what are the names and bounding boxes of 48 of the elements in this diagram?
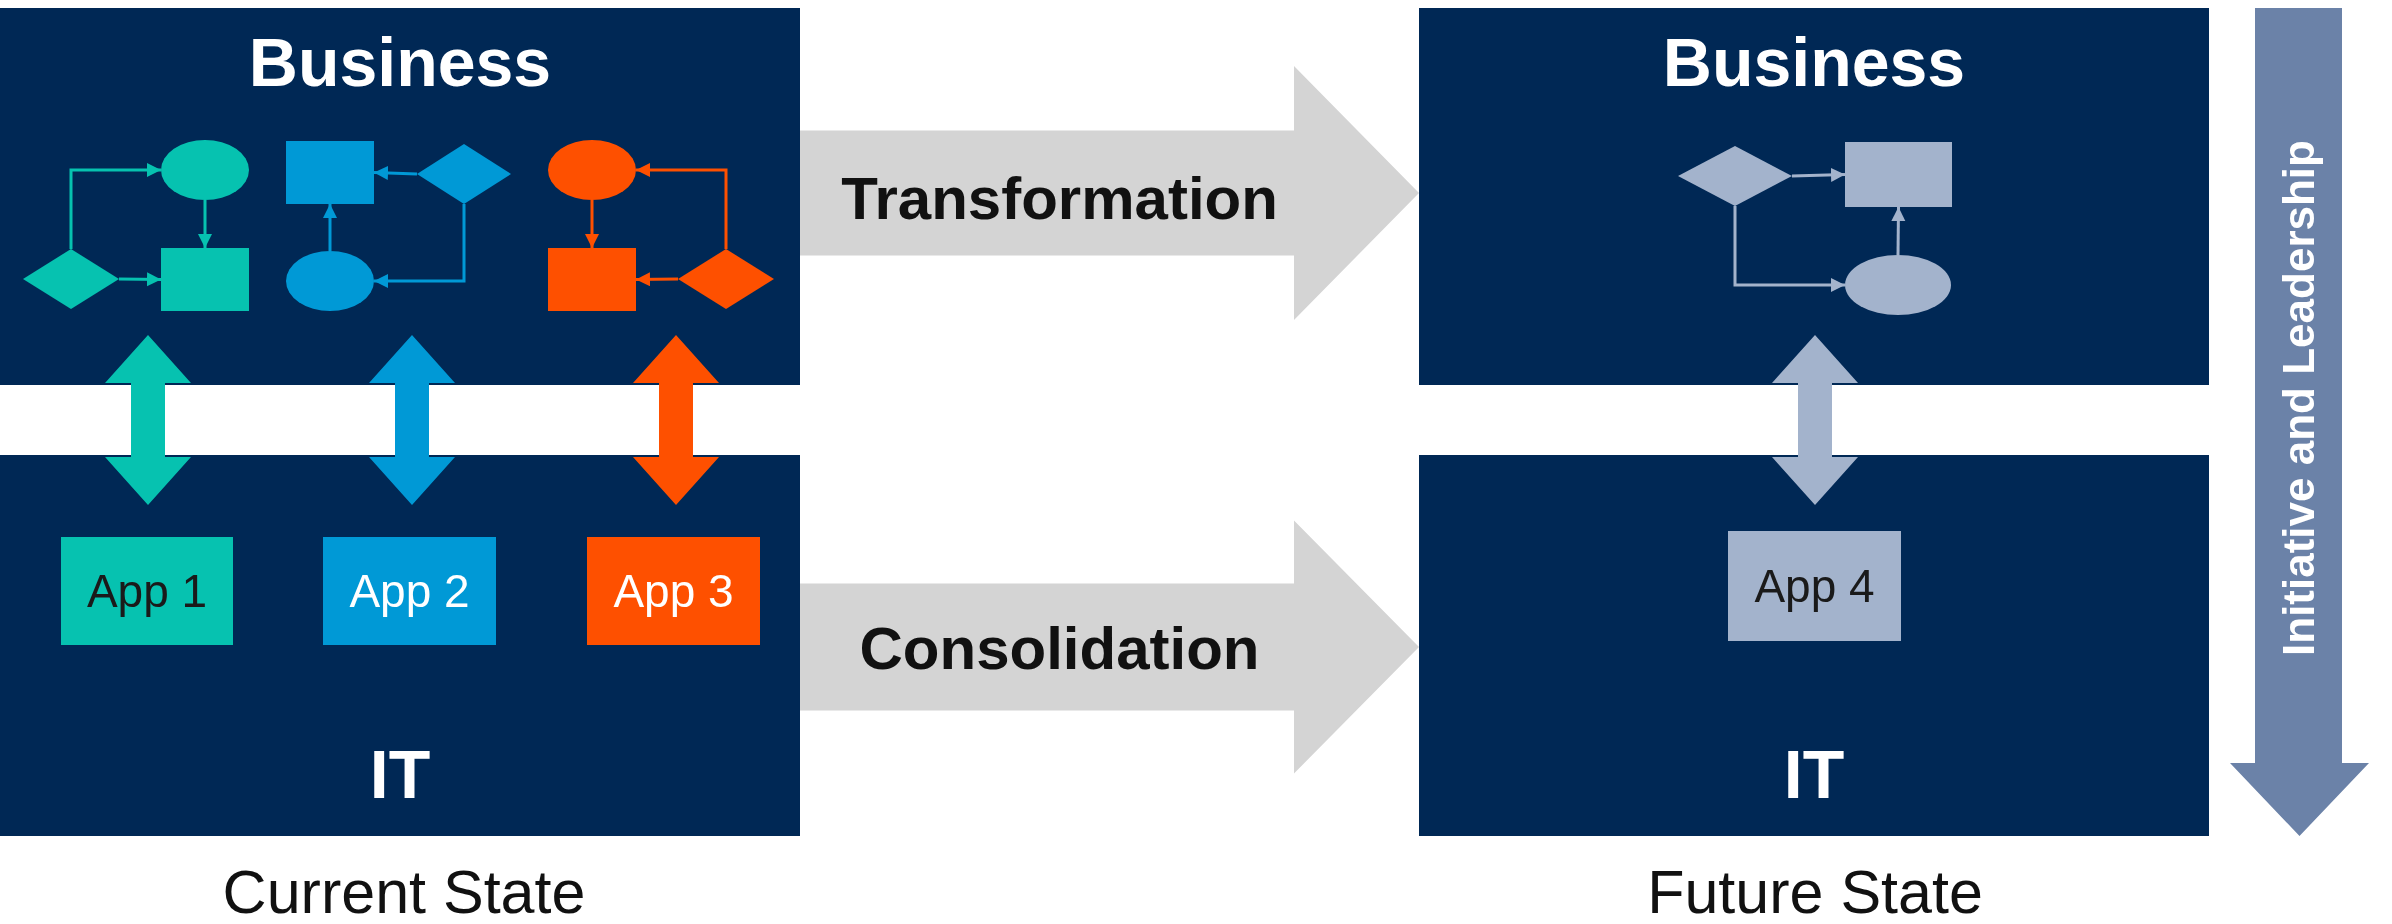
arrow (69, 163, 161, 249)
double-arrow (1772, 335, 1858, 505)
arrow (374, 204, 466, 288)
edge-label: Transformation (841, 163, 1278, 233)
arrow (1791, 167, 1846, 182)
arrow (373, 166, 418, 180)
arrow (198, 200, 212, 248)
decision-diamond (1678, 146, 1792, 206)
double-arrow (105, 335, 191, 505)
oval-shape (1845, 255, 1951, 315)
block-arrow (800, 66, 1419, 320)
oval-shape (161, 140, 249, 200)
process-box (1845, 142, 1952, 207)
application-box: App 1 (61, 537, 233, 645)
process-box (161, 248, 249, 311)
arrow-label: Initiative and Leadership (2273, 140, 2324, 656)
edge-label: Consolidation (859, 613, 1260, 683)
panel-title: Business (1662, 23, 1966, 102)
decision-diamond (678, 249, 774, 309)
panel-title: Business (248, 23, 552, 102)
state-label: Future State (1647, 857, 1983, 924)
panel (0, 8, 800, 385)
decision-diamond (23, 249, 119, 309)
process-box (286, 141, 374, 204)
oval-shape (548, 140, 636, 200)
application-box: App 2 (323, 537, 496, 645)
block-arrow (800, 520, 1419, 774)
double-arrow (633, 335, 719, 505)
application-box: App 3 (587, 537, 760, 645)
direction-arrow (2230, 8, 2369, 836)
decision-diamond (417, 144, 511, 204)
panel (1419, 455, 2209, 836)
arrow (1891, 207, 1906, 255)
arrow (585, 200, 599, 248)
application-box: App 4 (1728, 531, 1901, 641)
arrow (636, 272, 678, 287)
oval-shape (286, 251, 374, 311)
double-arrow (369, 335, 455, 505)
process-box (548, 248, 636, 311)
arrow (636, 163, 728, 249)
panel (1419, 8, 2209, 385)
panel-title: IT (369, 735, 431, 814)
state-label: Current State (222, 857, 586, 924)
panel (0, 455, 800, 836)
panel-title: IT (1783, 735, 1845, 814)
arrow (119, 272, 161, 287)
arrow (1733, 206, 1845, 292)
arrow (323, 204, 337, 251)
